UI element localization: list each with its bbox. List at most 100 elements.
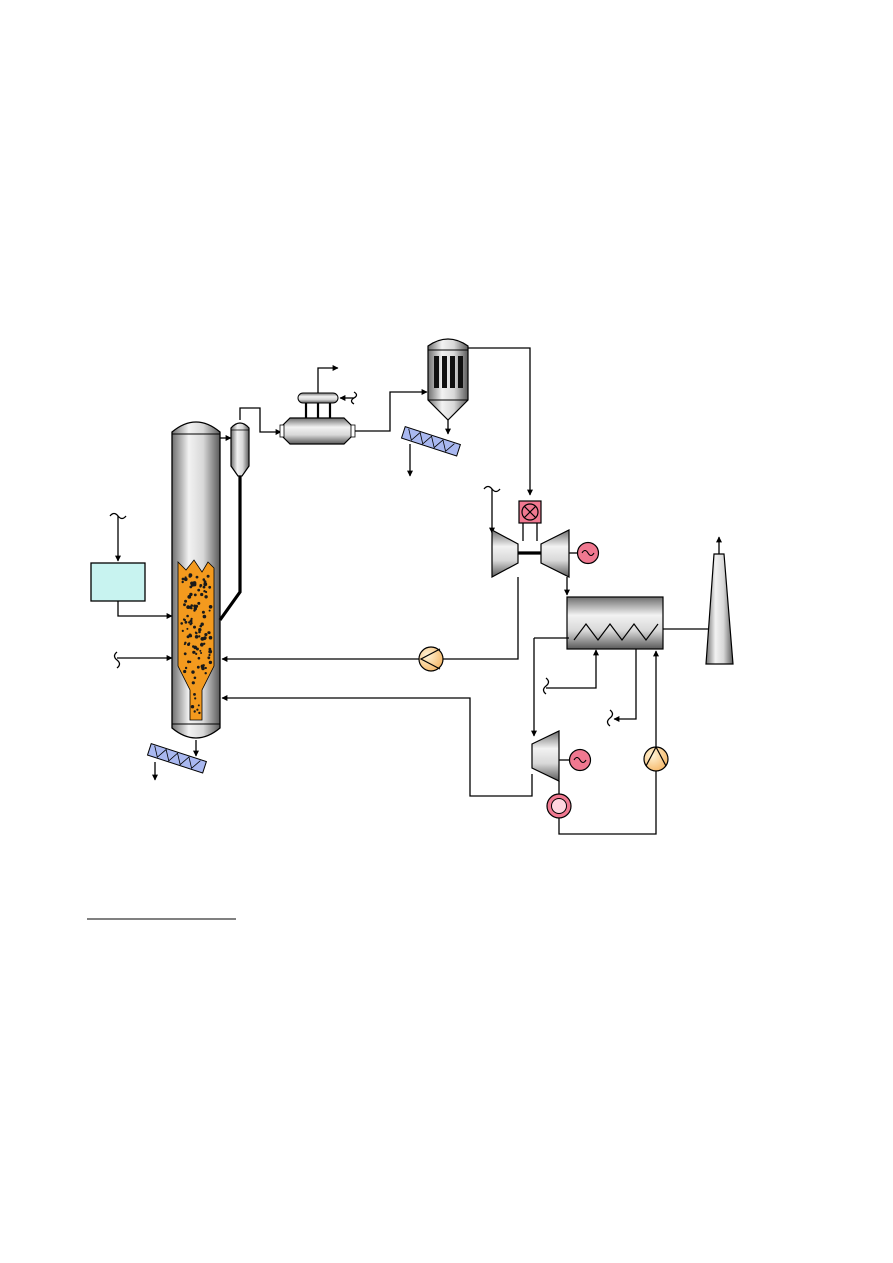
hrsg-return-outlet-wave — [606, 709, 614, 727]
bed-particle — [200, 652, 203, 654]
bed-particle — [204, 595, 208, 599]
bed-particle — [204, 633, 208, 637]
bed-particle — [202, 585, 206, 589]
bed-particle — [208, 635, 213, 640]
stack — [705, 553, 734, 665]
bed-particle — [207, 631, 210, 634]
bed-particle — [183, 618, 186, 622]
bed-particle — [199, 584, 203, 587]
bed-particle — [181, 629, 184, 633]
bed-particle — [184, 576, 187, 579]
filter-vessel — [427, 338, 469, 421]
bed-particle — [207, 656, 211, 660]
bed-particle — [202, 614, 207, 619]
bed-particle — [188, 633, 192, 637]
bed-particle — [205, 590, 208, 594]
stream-exchanger-to-filter — [355, 389, 428, 432]
bed-particle — [198, 628, 202, 632]
combustor — [518, 500, 542, 524]
stream-filter-to-combustor — [468, 347, 533, 496]
stream-cyclone-to-exchanger — [239, 407, 282, 435]
bed-particle — [191, 583, 194, 587]
bed-particle — [183, 669, 187, 674]
bed-particle — [193, 693, 196, 696]
bed-particle — [198, 711, 201, 715]
heat-recovery-steam-generator — [566, 596, 664, 650]
bed-particle — [184, 599, 188, 603]
bed-particle — [193, 645, 197, 650]
bed-particle — [203, 637, 206, 641]
bed-particle — [203, 642, 206, 645]
bed-particle — [193, 593, 197, 597]
bed-particle — [195, 632, 198, 635]
bed-particle — [195, 652, 198, 656]
steam-turbine-generator — [568, 748, 592, 772]
cyclone — [230, 422, 250, 477]
bed-particle — [191, 681, 195, 685]
bed-particle — [194, 697, 197, 700]
bed-particle — [187, 660, 190, 664]
bed-particle — [197, 601, 201, 605]
bed-particle — [204, 666, 207, 670]
bed-particle — [199, 649, 202, 652]
hrsg-return-outlet — [613, 649, 637, 722]
bed-particle — [194, 635, 199, 639]
bed-particle — [208, 605, 213, 609]
hrsg-feed-inlet — [546, 649, 599, 689]
bed-particle — [181, 580, 184, 584]
bed-particle — [189, 623, 192, 626]
bed-particle — [184, 666, 188, 670]
cyclone-dipleg-return — [218, 476, 242, 621]
bed-particle — [196, 708, 199, 711]
hrsg-feed-inlet-wave — [542, 677, 550, 695]
bed-particle — [204, 672, 207, 675]
bed-particle — [193, 625, 196, 629]
bed-particle — [193, 676, 197, 680]
bed-particle — [206, 574, 210, 578]
stream-compressor-to-recycle — [443, 577, 519, 660]
bed-particle — [183, 603, 186, 607]
bed-particle — [184, 577, 188, 582]
bed-particle — [195, 575, 199, 579]
gas-turbine — [540, 529, 570, 578]
feed-preparation-box — [90, 562, 146, 602]
bed-particle — [202, 578, 206, 581]
bed-particles — [180, 573, 213, 715]
bed-particle — [193, 710, 196, 713]
bed-particle — [187, 643, 190, 646]
bed-particle — [184, 641, 187, 644]
bed-particle — [208, 660, 213, 665]
recycle-compressor — [418, 646, 444, 672]
bed-particle — [191, 670, 195, 674]
bed-particle — [196, 665, 200, 669]
bed-particle — [197, 588, 201, 592]
bed-particle — [197, 656, 201, 660]
ash-screw-conveyor-top — [400, 426, 462, 457]
bed-particle — [200, 642, 203, 645]
bed-particle — [180, 622, 183, 625]
gasifier-side-inlet-wave — [113, 651, 121, 669]
exchanger-steam-outlet — [317, 365, 339, 393]
gas-turbine-compressor — [491, 528, 519, 579]
bed-particle — [198, 635, 201, 638]
condenser — [546, 793, 572, 819]
steam-turbine — [531, 730, 560, 782]
stream-feed-to-gasifier — [117, 601, 173, 619]
stream-steam-turbine-to-gasifier — [221, 695, 533, 797]
combustor-links — [522, 523, 538, 541]
ash-screw-conveyor-bottom — [146, 743, 208, 774]
bed-particle — [202, 664, 205, 667]
bed-particle — [189, 619, 193, 623]
bed-particle — [186, 627, 189, 630]
bed-particle — [208, 585, 212, 589]
bed-particle — [183, 652, 187, 656]
bed-particle — [197, 704, 200, 707]
feedwater-pump — [643, 745, 669, 772]
bed-particle — [200, 622, 204, 626]
bed-particle — [184, 620, 188, 624]
gas-turbine-generator — [576, 541, 600, 565]
bed-particle — [190, 705, 195, 709]
bed-particle — [203, 582, 208, 587]
stream-condenser-to-pump — [558, 771, 657, 835]
